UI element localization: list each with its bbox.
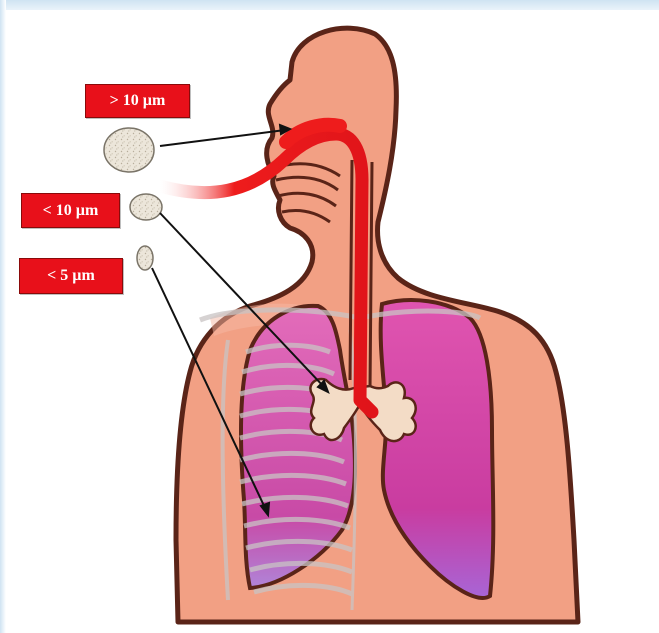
- label-particle-medium: < 10 µm: [21, 193, 120, 228]
- label-particle-large: > 10 µm: [85, 84, 190, 118]
- particle-small-icon: [137, 246, 153, 270]
- particle-medium-icon: [130, 194, 162, 220]
- label-particle-small: < 5 µm: [19, 258, 123, 294]
- particle-large-icon: [104, 128, 154, 172]
